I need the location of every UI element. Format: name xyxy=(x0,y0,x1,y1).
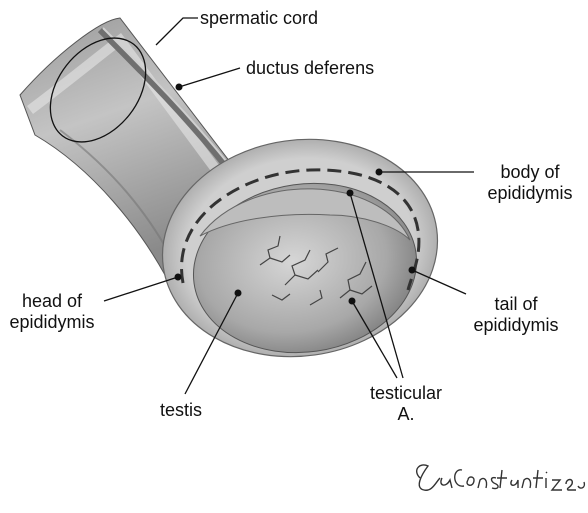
testicular-artery-line-2: A. xyxy=(356,404,456,425)
testis-label: testis xyxy=(160,400,202,421)
tail-of-epididymis-line-1: tail of xyxy=(466,294,566,315)
testicular-artery-line-1: testicular xyxy=(356,383,456,404)
testicular-artery-label: testicular A. xyxy=(356,383,456,425)
head-of-epididymis-leader xyxy=(104,277,178,301)
body-of-epididymis-line-2: epididymis xyxy=(480,183,580,204)
head-of-epididymis-label: head of epididymis xyxy=(0,291,104,333)
spermatic-cord-leader xyxy=(156,18,198,45)
ductus-deferens-leader xyxy=(179,68,240,87)
tail-of-epididymis-label: tail of epididymis xyxy=(466,294,566,336)
head-of-epididymis-line-2: epididymis xyxy=(0,312,104,333)
spermatic-cord-label: spermatic cord xyxy=(200,8,318,29)
body-of-epididymis-line-1: body of xyxy=(480,162,580,183)
ductus-deferens-label: ductus deferens xyxy=(246,58,374,79)
body-of-epididymis-label: body of epididymis xyxy=(480,162,580,204)
artist-signature xyxy=(417,465,585,490)
head-of-epididymis-line-1: head of xyxy=(0,291,104,312)
tail-of-epididymis-line-2: epididymis xyxy=(466,315,566,336)
